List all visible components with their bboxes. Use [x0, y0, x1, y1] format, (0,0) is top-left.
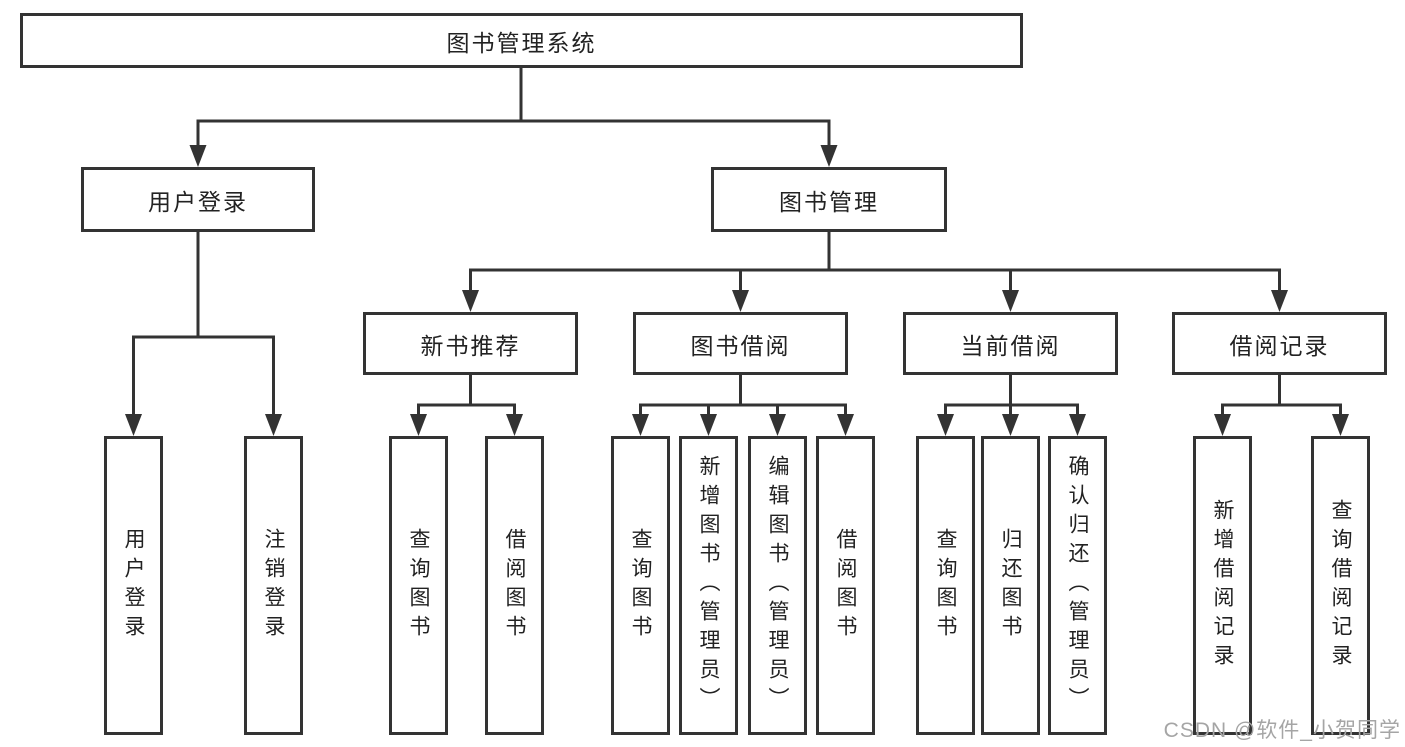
leaf-recommend-query-book: 查询图书	[389, 436, 448, 735]
leaf-logout-label: 注销登录	[262, 527, 285, 644]
node-book-management: 图书管理	[711, 167, 947, 232]
node-current-borrow: 当前借阅	[903, 312, 1118, 375]
leaf-borrow-borrow-book-label: 借阅图书	[834, 527, 857, 644]
node-user-login: 用户登录	[81, 167, 315, 232]
leaf-records-add-label: 新增借阅记录	[1211, 498, 1234, 673]
leaf-borrow-edit-book-admin: 编辑图书（管理员）	[748, 436, 807, 735]
leaf-recommend-query-book-label: 查询图书	[407, 527, 430, 644]
node-library-system-label: 图书管理系统	[446, 29, 597, 56]
leaf-current-return-book: 归还图书	[981, 436, 1040, 735]
node-book-borrow: 图书借阅	[633, 312, 848, 375]
leaf-borrow-add-book-admin: 新增图书（管理员）	[679, 436, 738, 735]
node-book-management-label: 图书管理	[779, 188, 879, 215]
leaf-records-query: 查询借阅记录	[1311, 436, 1370, 735]
leaf-borrow-borrow-book: 借阅图书	[816, 436, 875, 735]
node-borrow-records-label: 借阅记录	[1229, 332, 1330, 359]
node-new-book-recommend: 新书推荐	[363, 312, 578, 375]
leaf-logout: 注销登录	[244, 436, 303, 735]
leaf-borrow-edit-book-admin-label: 编辑图书（管理员）	[766, 455, 789, 716]
node-new-book-recommend-label: 新书推荐	[420, 332, 521, 359]
leaf-user-login-label: 用户登录	[122, 527, 145, 644]
node-book-borrow-label: 图书借阅	[690, 332, 791, 359]
leaf-current-confirm-return-admin: 确认归还（管理员）	[1048, 436, 1107, 735]
leaf-user-login: 用户登录	[104, 436, 163, 735]
node-library-system: 图书管理系统	[20, 13, 1023, 68]
leaf-current-query-book: 查询图书	[916, 436, 975, 735]
leaf-borrow-query-book: 查询图书	[611, 436, 670, 735]
leaf-records-add: 新增借阅记录	[1193, 436, 1252, 735]
leaf-borrow-add-book-admin-label: 新增图书（管理员）	[697, 455, 720, 716]
leaf-recommend-borrow-book-label: 借阅图书	[503, 527, 526, 644]
node-borrow-records: 借阅记录	[1172, 312, 1387, 375]
node-current-borrow-label: 当前借阅	[960, 332, 1061, 359]
leaf-records-query-label: 查询借阅记录	[1329, 498, 1352, 673]
csdn-watermark: CSDN @软件_小贺同学	[1163, 719, 1401, 742]
arrowheads	[125, 145, 1349, 436]
leaf-current-query-book-label: 查询图书	[934, 527, 957, 644]
node-user-login-label: 用户登录	[148, 188, 248, 215]
leaf-current-return-book-label: 归还图书	[999, 527, 1022, 644]
leaf-recommend-borrow-book: 借阅图书	[485, 436, 544, 735]
leaf-borrow-query-book-label: 查询图书	[629, 527, 652, 644]
leaf-current-confirm-return-admin-label: 确认归还（管理员）	[1066, 455, 1089, 716]
